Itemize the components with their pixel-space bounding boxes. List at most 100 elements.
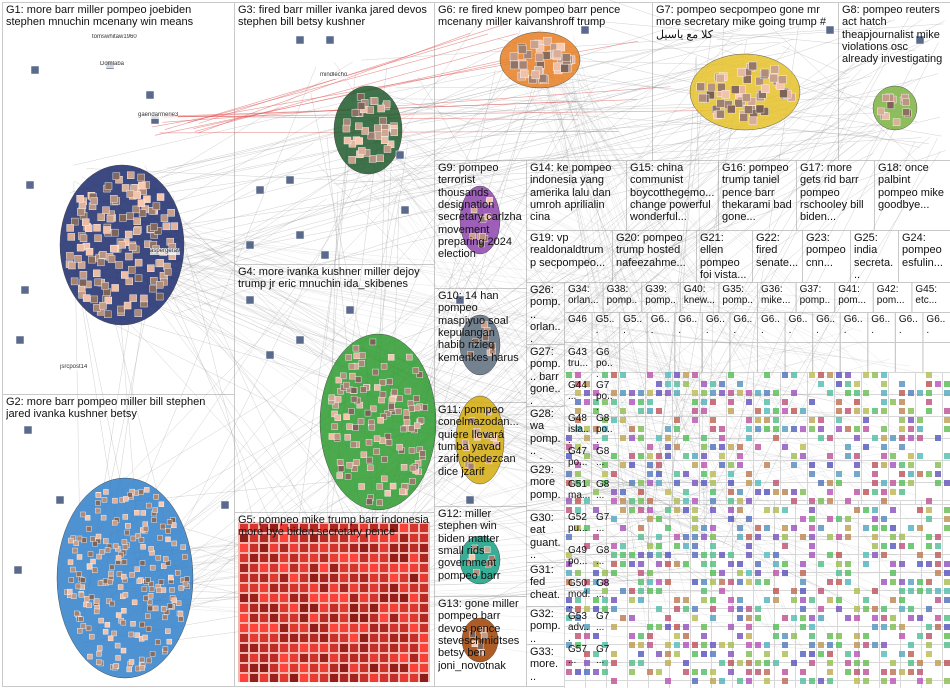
- node: [701, 453, 707, 459]
- tiny-group-cell: [942, 608, 950, 627]
- node: [584, 588, 590, 594]
- node: [611, 624, 617, 630]
- node: [70, 566, 76, 573]
- node: [773, 552, 779, 558]
- node: [270, 534, 278, 542]
- node: [899, 399, 905, 405]
- graph-edge: [135, 228, 385, 556]
- node: [270, 574, 278, 582]
- node: [270, 544, 278, 552]
- node: [405, 353, 413, 361]
- node: [107, 635, 114, 642]
- node: [881, 543, 887, 549]
- node: [872, 471, 878, 477]
- node: [115, 261, 123, 269]
- node: [728, 390, 734, 396]
- node: [656, 561, 662, 567]
- node: [400, 564, 408, 572]
- node: [30, 65, 40, 75]
- node: [13, 565, 23, 575]
- small-group-label: G34: orlan...: [568, 284, 599, 307]
- node: [800, 597, 806, 603]
- node: [370, 614, 378, 622]
- group-label-g21: G21: ellen pompeo foi vista...: [700, 232, 747, 280]
- node: [827, 462, 833, 468]
- node: [470, 206, 478, 213]
- node: [656, 552, 662, 558]
- node: [400, 524, 408, 532]
- node: [917, 660, 923, 666]
- node: [300, 634, 308, 642]
- node: [467, 351, 474, 358]
- graph-edge: [357, 418, 916, 450]
- node: [360, 554, 368, 562]
- node: [944, 570, 950, 576]
- node: [376, 483, 383, 490]
- node: [744, 105, 753, 114]
- node: [836, 399, 842, 405]
- node: [917, 417, 923, 423]
- node: [148, 546, 154, 552]
- grid-group-label: G57 ...: [568, 644, 587, 667]
- node: [76, 195, 84, 203]
- node: [330, 554, 338, 562]
- node: [872, 525, 878, 531]
- node: [358, 483, 365, 490]
- node: [350, 654, 358, 662]
- graph-edge: [115, 240, 885, 497]
- node: [167, 209, 175, 217]
- node: [728, 561, 734, 567]
- group-label-g6: G6: re fired knew pompeo barr pence mcen…: [438, 4, 621, 29]
- node: [575, 633, 581, 639]
- node: [350, 387, 358, 394]
- node: [602, 570, 608, 576]
- node: [390, 534, 398, 542]
- node: [270, 624, 278, 632]
- node: [270, 524, 278, 532]
- node: [809, 516, 815, 522]
- node: [683, 642, 689, 648]
- node: [370, 674, 378, 682]
- node: [935, 543, 941, 549]
- node: [109, 600, 115, 607]
- node: [96, 651, 102, 657]
- node: [890, 462, 896, 468]
- small-group-label: G36: mike...: [761, 284, 791, 307]
- node: [300, 574, 308, 582]
- node: [872, 480, 878, 486]
- node: [140, 294, 148, 303]
- node: [245, 240, 255, 250]
- tiny-group-cell: [942, 590, 950, 609]
- group-label-g5: G5: pompeo mike trump barr indonesia mor…: [238, 514, 429, 539]
- node: [782, 372, 788, 378]
- node: [620, 615, 626, 621]
- node: [782, 615, 788, 621]
- node: [346, 462, 353, 469]
- node: [692, 498, 698, 504]
- graph-edge: [153, 198, 327, 312]
- graph-edge: [560, 72, 627, 347]
- node: [125, 252, 133, 261]
- node: [881, 444, 887, 450]
- group-label-g27: G27: pomp... barr gone...: [530, 346, 561, 404]
- node: [361, 127, 369, 135]
- node: [701, 471, 707, 477]
- node: [710, 579, 716, 585]
- node: [809, 462, 815, 468]
- graph-edge: [139, 265, 938, 582]
- node: [270, 644, 278, 652]
- node: [908, 606, 914, 612]
- node: [755, 104, 765, 114]
- graph-edge: [133, 268, 696, 382]
- node: [156, 193, 165, 201]
- node: [737, 534, 743, 540]
- node: [350, 634, 358, 642]
- group-label-g23: G23: pompeo cnn...: [806, 232, 846, 269]
- cluster-g9-nodes: [459, 185, 501, 255]
- node: [665, 372, 671, 378]
- group-label-g11: G11: pompeo conelmazodan... quiere lleva…: [438, 404, 519, 478]
- node: [343, 381, 350, 389]
- tiny-group-cell: [942, 438, 950, 461]
- node: [881, 678, 887, 684]
- node: [575, 570, 581, 576]
